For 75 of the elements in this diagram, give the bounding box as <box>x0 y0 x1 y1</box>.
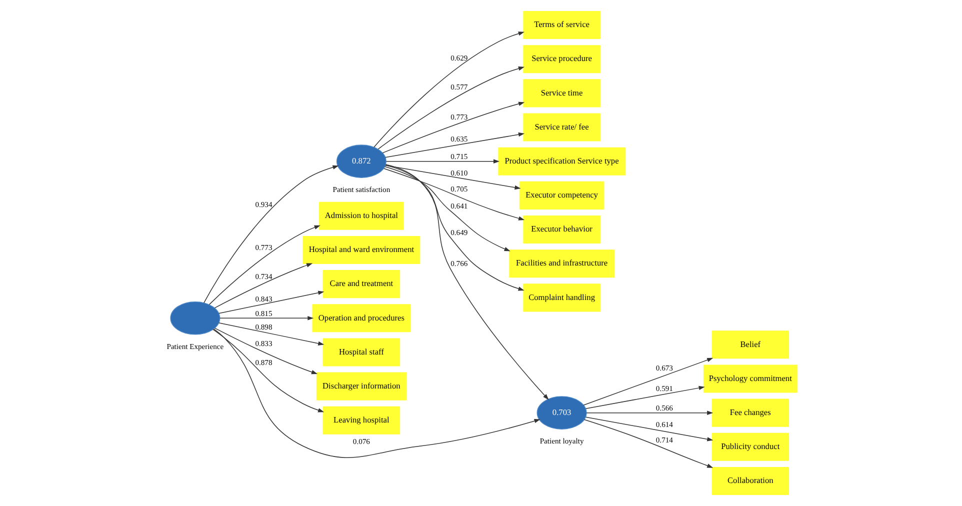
edge-label: 0.614 <box>655 420 672 430</box>
arrow <box>218 322 324 346</box>
node-box: Leaving hospital <box>322 406 400 434</box>
arrow <box>373 32 524 148</box>
node-box: Product specification Service type <box>498 147 625 176</box>
node-box: Admission to hospital <box>318 202 404 230</box>
edge-label: 0.934 <box>254 200 272 209</box>
edge-label: 0.773 <box>254 242 272 252</box>
arrow <box>384 164 520 190</box>
node-box: Discharger information <box>316 372 406 400</box>
arrow <box>582 358 713 406</box>
arrow <box>214 328 318 374</box>
node-box: Service procedure <box>522 45 600 74</box>
node-box: Belief <box>711 330 789 359</box>
arrow <box>385 159 500 164</box>
edge-label: 0.843 <box>254 294 272 304</box>
node-box: Facilities and infrastructure <box>508 250 614 278</box>
arrow <box>583 419 713 468</box>
edge-label: 0.629 <box>450 54 468 63</box>
arrow <box>384 164 548 400</box>
node-box: Care and treatment <box>322 270 400 298</box>
arrow <box>584 416 713 442</box>
node-box: Hospital and ward environment <box>302 236 420 264</box>
arrow <box>203 165 338 304</box>
node-box: Publicity conduct <box>711 432 789 461</box>
node-box: Executor competency <box>518 181 604 210</box>
node-box: Hospital staff <box>322 338 400 366</box>
edge-label: 0.715 <box>450 152 468 162</box>
node-box: Collaboration <box>711 466 789 495</box>
node-ellipse: 0.703 <box>536 396 586 430</box>
arrow <box>213 328 540 458</box>
node-box: Operation and procedures <box>312 304 410 332</box>
node-box: Terms of service <box>522 11 600 40</box>
edge-label: 0.566 <box>655 404 672 413</box>
edge-label: 0.610 <box>450 168 468 178</box>
arrow <box>218 290 324 314</box>
arrow <box>212 329 324 412</box>
edge-label: 0.591 <box>655 384 672 393</box>
edge-label: 0.649 <box>450 228 468 237</box>
node-label: Patient loyalty <box>539 436 584 446</box>
arrow <box>584 386 704 409</box>
node-box: Executor behavior <box>522 216 600 244</box>
arrow <box>377 66 524 150</box>
arrow <box>382 102 524 154</box>
edge-label: 0.714 <box>655 435 672 444</box>
node-label: Patient Experience <box>166 342 224 351</box>
arrow <box>383 168 524 220</box>
arrow <box>384 166 510 252</box>
edge-label: 0.833 <box>254 339 272 348</box>
node-box: Psychology commitment <box>702 364 797 393</box>
edge-label: 0.878 <box>254 358 272 368</box>
arrow <box>586 410 713 415</box>
edge-label: 0.641 <box>450 201 468 210</box>
arrow <box>219 316 314 320</box>
edge-label: 0.898 <box>254 322 272 332</box>
arrow <box>384 132 524 158</box>
arrow <box>384 164 524 291</box>
arrow <box>208 225 320 305</box>
node-box: Service time <box>522 79 600 108</box>
edge-label: 0.815 <box>254 308 272 318</box>
node-ellipse <box>170 301 220 335</box>
node-box: Service rate/ fee <box>522 113 600 142</box>
node-ellipse: 0.872 <box>336 144 386 178</box>
edge-label: 0.734 <box>254 272 272 281</box>
node-box: Fee changes <box>711 398 789 427</box>
edge-label: 0.766 <box>450 258 468 268</box>
edge-label: 0.076 <box>352 436 370 446</box>
edge-label: 0.635 <box>450 134 468 144</box>
node-box: Complaint handling <box>522 284 600 312</box>
edge-label: 0.705 <box>450 184 468 194</box>
edge-label: 0.673 <box>655 363 672 372</box>
edge-label: 0.577 <box>450 82 468 92</box>
node-label: Patient satisfaction <box>332 185 390 194</box>
edge-label: 0.773 <box>450 112 468 122</box>
arrow <box>214 263 312 308</box>
